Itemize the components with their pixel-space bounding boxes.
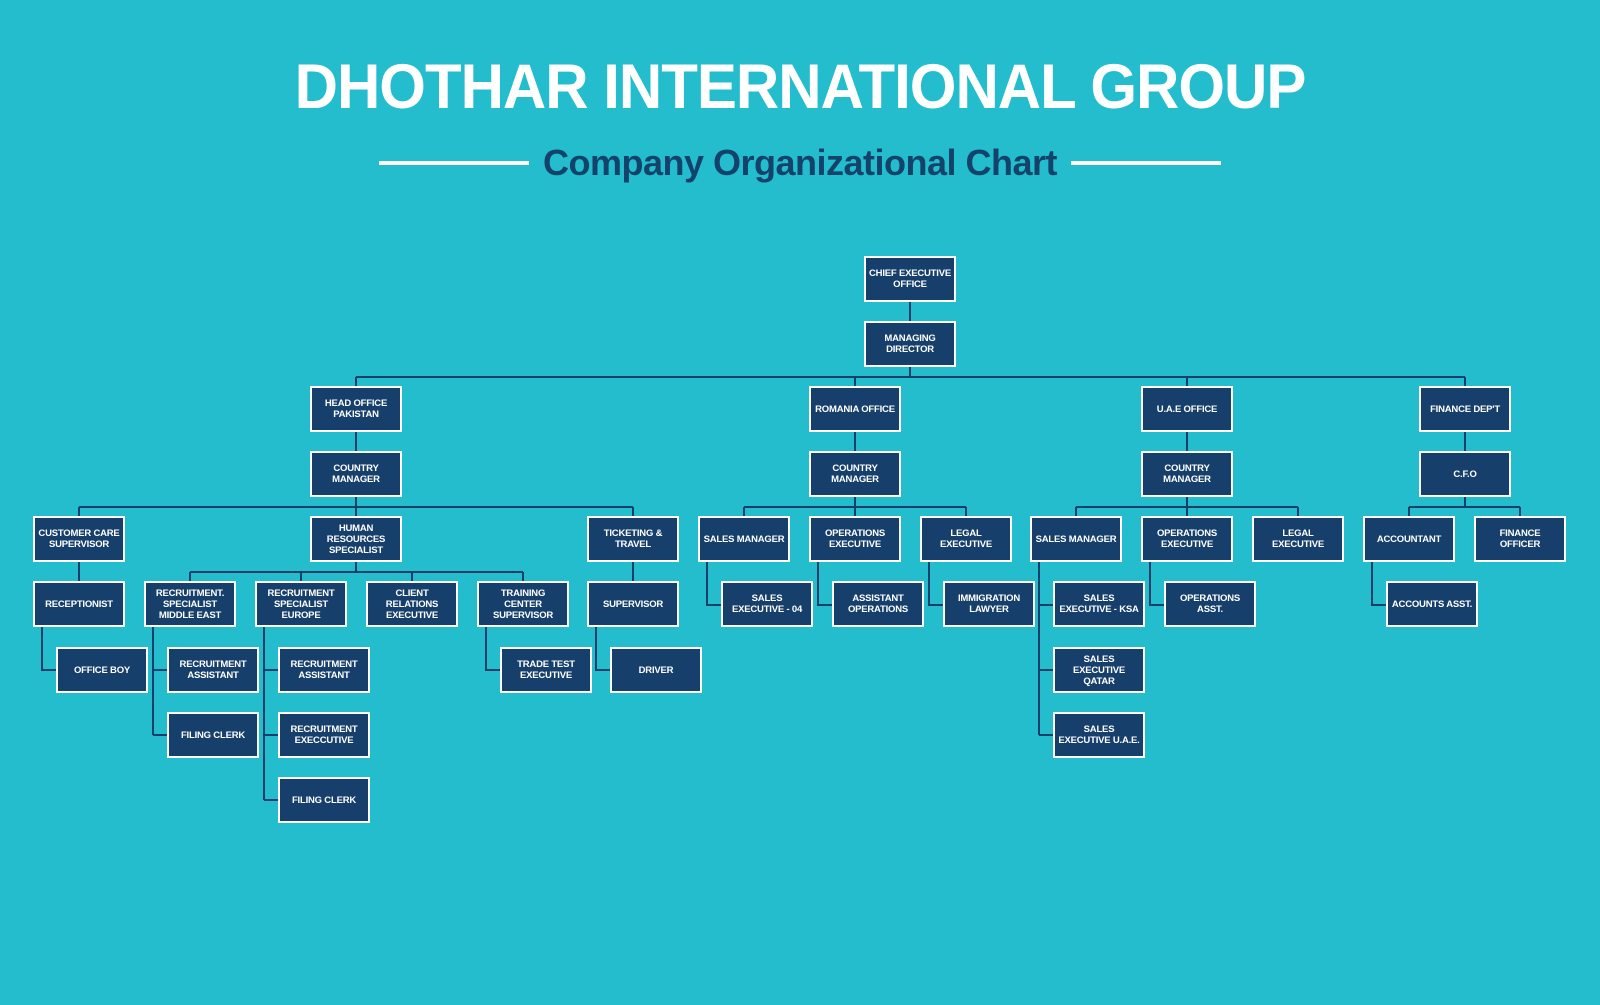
box-managing-director: MANAGING DIRECTOR xyxy=(864,321,956,367)
box-receptionist: RECEPTIONIST xyxy=(33,581,125,627)
box-customer-care-supervisor: CUSTOMER CARE SUPERVISOR xyxy=(33,516,125,562)
box-immigration-lawyer: IMMIGRATION LAWYER xyxy=(943,581,1035,627)
box-filing-clerk-me: FILING CLERK xyxy=(167,712,259,758)
box-uae-sales-manager: SALES MANAGER xyxy=(1030,516,1122,562)
subtitle-rule-right xyxy=(1071,161,1222,165)
box-assistant-operations: ASSISTANT OPERATIONS xyxy=(832,581,924,627)
box-uae-office: U.A.E OFFICE xyxy=(1141,386,1233,432)
subtitle-row: Company Organizational Chart xyxy=(0,138,1600,188)
box-recruitment-specialist-europe: RECRUITMENT SPECIALIST EUROPE xyxy=(255,581,347,627)
box-uae-legal-executive: LEGAL EXECUTIVE xyxy=(1252,516,1344,562)
box-head-office-pakistan: HEAD OFFICE PAKISTAN xyxy=(310,386,402,432)
box-operations-asst: OPERATIONS ASST. xyxy=(1164,581,1256,627)
box-finance-officer: FINANCE OFFICER xyxy=(1474,516,1566,562)
box-romania-sales-manager: SALES MANAGER xyxy=(698,516,790,562)
page-subtitle: Company Organizational Chart xyxy=(542,142,1058,183)
box-training-center-supervisor: TRAINING CENTER SUPERVISOR xyxy=(477,581,569,627)
box-recruitment-assistant-me: RECRUITMENT ASSISTANT xyxy=(167,647,259,693)
box-finance-dept: FINANCE DEP'T xyxy=(1419,386,1511,432)
box-romania-legal-executive: LEGAL EXECUTIVE xyxy=(920,516,1012,562)
box-filing-clerk-eu: FILING CLERK xyxy=(278,777,370,823)
box-client-relations-executive: CLIENT RELATIONS EXECUTIVE xyxy=(366,581,458,627)
box-cfo: C.F.O xyxy=(1419,451,1511,497)
box-human-resources-specialist: HUMAN RESOURCES SPECIALIST xyxy=(310,516,402,562)
subtitle-rule-left xyxy=(378,161,529,165)
box-office-boy: OFFICE BOY xyxy=(56,647,148,693)
box-accountant: ACCOUNTANT xyxy=(1363,516,1455,562)
box-sales-executive-ksa: SALES EXECUTIVE - KSA xyxy=(1053,581,1145,627)
box-driver: DRIVER xyxy=(610,647,702,693)
box-romania-operations-executive: OPERATIONS EXECUTIVE xyxy=(809,516,901,562)
box-pakistan-country-manager: COUNTRY MANAGER xyxy=(310,451,402,497)
box-recruitment-specialist-middle-east: RECRUITMENT. SPECIALIST MIDDLE EAST xyxy=(144,581,236,627)
page-title: DHOTHAR INTERNATIONAL GROUP xyxy=(294,51,1307,122)
box-uae-operations-executive: OPERATIONS EXECUTIVE xyxy=(1141,516,1233,562)
box-sales-executive-04: SALES EXECUTIVE - 04 xyxy=(721,581,813,627)
box-romania-country-manager: COUNTRY MANAGER xyxy=(809,451,901,497)
box-supervisor: SUPERVISOR xyxy=(587,581,679,627)
box-trade-test-executive: TRADE TEST EXECUTIVE xyxy=(500,647,592,693)
box-accounts-asst: ACCOUNTS ASST. xyxy=(1386,581,1478,627)
box-recruitment-assistant-eu: RECRUITMENT ASSISTANT xyxy=(278,647,370,693)
box-sales-executive-uae: SALES EXECUTIVE U.A.E. xyxy=(1053,712,1145,758)
box-sales-executive-qatar: SALES EXECUTIVE QATAR xyxy=(1053,647,1145,693)
box-recruitment-executive-eu: RECRUITMENT EXECCUTIVE xyxy=(278,712,370,758)
box-ticketing-travel: TICKETING & TRAVEL xyxy=(587,516,679,562)
box-romania-office: ROMANIA OFFICE xyxy=(809,386,901,432)
box-uae-country-manager: COUNTRY MANAGER xyxy=(1141,451,1233,497)
box-chief-executive-office: CHIEF EXECUTIVE OFFICE xyxy=(864,256,956,302)
